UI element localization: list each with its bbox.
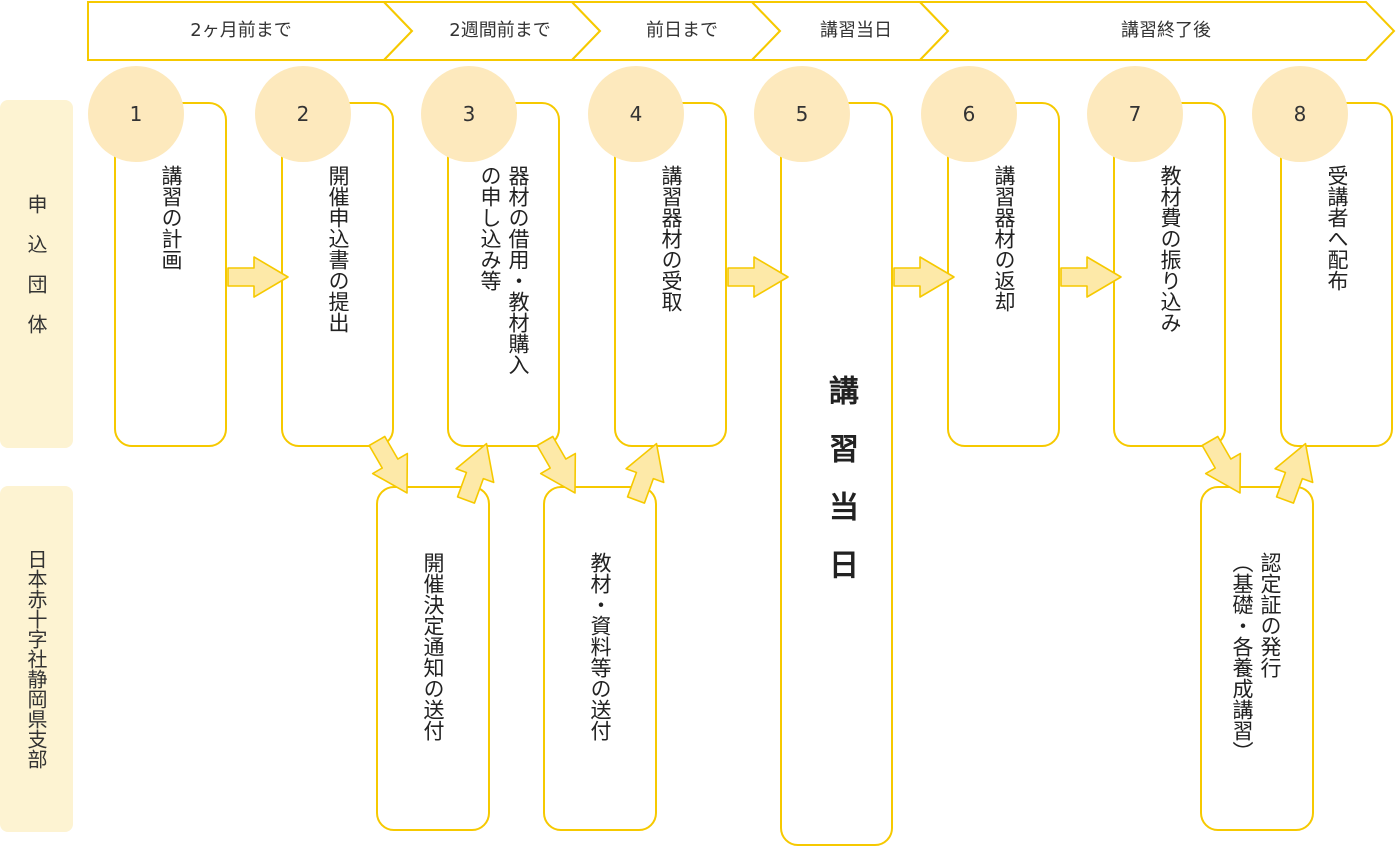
lane-header-applicant: 申込団体 xyxy=(0,100,73,448)
redcross-box-2 xyxy=(543,486,657,831)
redcross-box-1 xyxy=(376,486,490,831)
phase-label: 前日まで xyxy=(646,20,718,41)
step-text-3: 器材の借用・教材購入 の申し込み等 xyxy=(478,165,530,375)
step-number-2: 2 xyxy=(255,66,351,162)
step-text-8: 受講者へ配布 xyxy=(1325,165,1349,291)
step-number-3: 3 xyxy=(421,66,517,162)
phase-timeline xyxy=(87,1,1396,61)
step-text-2: 開催申込書の提出 xyxy=(326,165,350,333)
step-box-5 xyxy=(780,102,893,846)
redcross-text-3: 認定証の発行 （基礎・各養成講習） xyxy=(1230,552,1282,762)
phase-label: 2週間前まで xyxy=(449,20,551,41)
redcross-box-3 xyxy=(1200,486,1314,831)
redcross-text-1: 開催決定通知の送付 xyxy=(421,552,445,741)
step-box-3 xyxy=(447,102,560,447)
step-number-6: 6 xyxy=(921,66,1017,162)
arrow-right-icon xyxy=(1060,256,1122,298)
step-number-5: 5 xyxy=(754,66,850,162)
redcross-text-2: 教材・資料等の送付 xyxy=(588,552,612,741)
step-number-1: 1 xyxy=(88,66,184,162)
step-box-6 xyxy=(947,102,1060,447)
step-text-6: 講習器材の返却 xyxy=(992,165,1016,312)
step-number-4: 4 xyxy=(588,66,684,162)
step-number-8: 8 xyxy=(1252,66,1348,162)
phase-label: 講習当日 xyxy=(820,20,892,41)
arrow-right-icon xyxy=(893,256,955,298)
phase-label: 講習終了後 xyxy=(1121,20,1211,41)
step-number-7: 7 xyxy=(1087,66,1183,162)
phase-label: 2ヶ月前まで xyxy=(190,20,292,41)
step-text-4: 講習器材の受取 xyxy=(659,165,683,312)
step-text-1: 講習の計画 xyxy=(159,165,183,270)
lane-header-redcross: 日本赤十字社静岡県支部 xyxy=(0,486,73,832)
arrow-right-icon xyxy=(727,256,789,298)
phase-chevron-5 xyxy=(917,1,1396,61)
step-text-7: 教材費の振り込み xyxy=(1158,165,1182,333)
arrow-right-icon xyxy=(227,256,289,298)
lane-label: 日本赤十字社静岡県支部 xyxy=(24,549,48,769)
step-text-5: 講習当日 xyxy=(823,375,858,607)
lane-label: 申込団体 xyxy=(24,194,48,354)
